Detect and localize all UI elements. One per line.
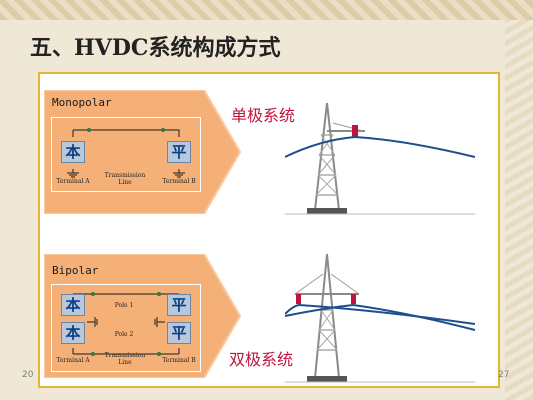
bipolar-system-label: 双极系统 xyxy=(229,350,294,369)
bipolar-pole-1-label: Pole 1 xyxy=(114,302,134,309)
bipolar-tower-illustration xyxy=(285,253,475,383)
bipolar-rectifier-lower-icon: 本 xyxy=(61,322,85,344)
monopolar-arrow xyxy=(44,90,242,214)
slide-title: 五、HVDC系统构成方式 xyxy=(30,35,281,61)
monopolar-circuit-lines xyxy=(67,128,185,178)
page-number-right: 27 xyxy=(498,370,510,380)
bipolar-rectifier-upper-icon: 本 xyxy=(61,294,85,316)
monopolar-rectifier-icon: 本 xyxy=(61,141,85,163)
monopolar-tower-illustration xyxy=(285,102,475,215)
monopolar-terminal-a: Terminal A xyxy=(56,178,90,185)
page-number-left: 20 xyxy=(22,370,34,380)
bipolar-circuit-lines xyxy=(72,292,180,356)
monopolar-terminal-b: Terminal B xyxy=(162,178,196,185)
bipolar-transmission-line-label: Transmission Line xyxy=(104,352,146,366)
bipolar-circuit-box xyxy=(51,284,201,372)
bipolar-arrow xyxy=(44,254,242,378)
bipolar-inverter-upper-icon: 平 xyxy=(167,294,191,316)
monopolar-circuit-box xyxy=(51,117,201,192)
monopolar-label: Monopolar xyxy=(52,96,112,109)
monopolar-inverter-icon: 平 xyxy=(167,141,191,163)
bipolar-terminal-b: Terminal B xyxy=(162,357,196,364)
monopolar-system-label: 单极系统 xyxy=(231,106,296,125)
bipolar-terminal-a: Terminal A xyxy=(56,357,90,364)
bipolar-pole-2-label: Pole 2 xyxy=(114,331,134,338)
bipolar-inverter-lower-icon: 平 xyxy=(167,322,191,344)
decorative-pattern-top xyxy=(0,0,533,20)
monopolar-transmission-line-label: Transmission Line xyxy=(104,172,146,186)
decorative-pattern-right xyxy=(505,20,533,400)
bipolar-label: Bipolar xyxy=(52,264,99,277)
